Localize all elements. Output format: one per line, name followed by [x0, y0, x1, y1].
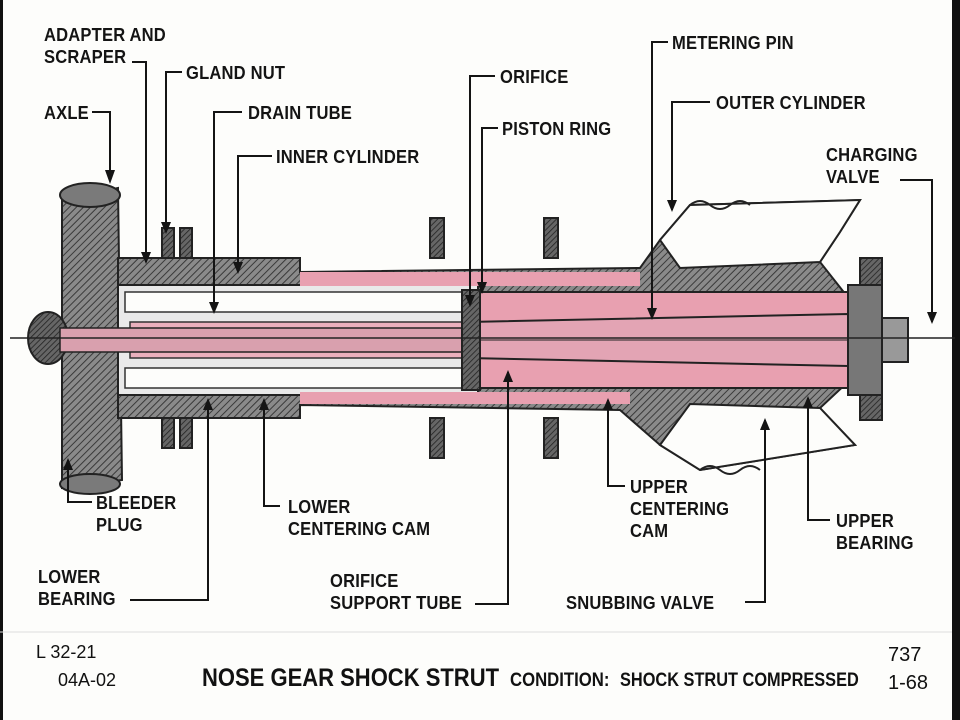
right-border: [952, 0, 960, 720]
aircraft-model: 737: [888, 644, 922, 666]
label-axle: AXLE: [44, 103, 89, 123]
label-line: CENTERING: [630, 499, 730, 519]
label-line: SUPPORT TUBE: [330, 593, 462, 613]
charging-valve-stem: [881, 317, 909, 363]
label-lower-bearing: LOWER BEARING: [38, 566, 116, 610]
label-upper-centering-cam: UPPER CENTERING CAM: [630, 476, 729, 542]
label-orifice: ORIFICE: [500, 67, 569, 87]
lugs: [161, 217, 559, 459]
label-line: VALVE: [826, 167, 880, 187]
label-line: BEARING: [836, 533, 914, 553]
label-line: CHARGING: [826, 145, 918, 165]
label-line: ORIFICE: [330, 571, 399, 591]
label-lower-centering-cam: LOWER CENTERING CAM: [288, 496, 430, 540]
label-orifice-support-tube: ORIFICE SUPPORT TUBE: [330, 570, 462, 614]
label-piston-ring: PISTON RING: [502, 119, 612, 139]
label-line: SCRAPER: [44, 47, 127, 67]
metering-pin-part: [467, 312, 849, 368]
label-line: BLEEDER: [96, 493, 177, 513]
label-outer-cylinder: OUTER CYLINDER: [716, 93, 866, 113]
label-bleeder-plug: BLEEDER PLUG: [96, 492, 176, 536]
figure-code-1: L 32-21: [36, 642, 97, 662]
label-line: ADAPTER AND: [44, 25, 166, 45]
label-line: PLUG: [96, 515, 143, 535]
left-border: [0, 0, 3, 720]
condition-value: SHOCK STRUT COMPRESSED: [620, 670, 859, 691]
label-adapter-scraper: ADAPTER AND SCRAPER: [44, 24, 166, 68]
figure-title: NOSE GEAR SHOCK STRUT: [202, 664, 500, 692]
arrowheads: [63, 170, 937, 470]
orifice-support-tube-part: [59, 327, 481, 353]
label-line: BEARING: [38, 589, 116, 609]
label-line: UPPER: [630, 477, 688, 497]
condition-label: CONDITION:: [510, 670, 610, 691]
charging-valve-body: [847, 284, 883, 396]
label-line: CAM: [630, 521, 669, 541]
label-charging-valve: CHARGING VALVE: [826, 144, 918, 188]
revision-date: 1-68: [888, 672, 929, 694]
label-drain-tube: DRAIN TUBE: [248, 103, 352, 123]
label-line: LOWER: [38, 567, 101, 587]
label-snubbing-valve: SNUBBING VALVE: [566, 593, 715, 613]
label-line: UPPER: [836, 511, 894, 531]
label-line: LOWER: [288, 497, 351, 517]
figure-code-2: 04A-02: [58, 670, 117, 690]
label-upper-bearing: UPPER BEARING: [836, 510, 914, 554]
label-inner-cylinder: INNER CYLINDER: [276, 147, 420, 167]
label-line: CENTERING CAM: [288, 519, 431, 539]
label-metering-pin: METERING PIN: [672, 33, 794, 53]
leader-lines: [67, 41, 933, 605]
label-gland-nut: GLAND NUT: [186, 63, 286, 83]
